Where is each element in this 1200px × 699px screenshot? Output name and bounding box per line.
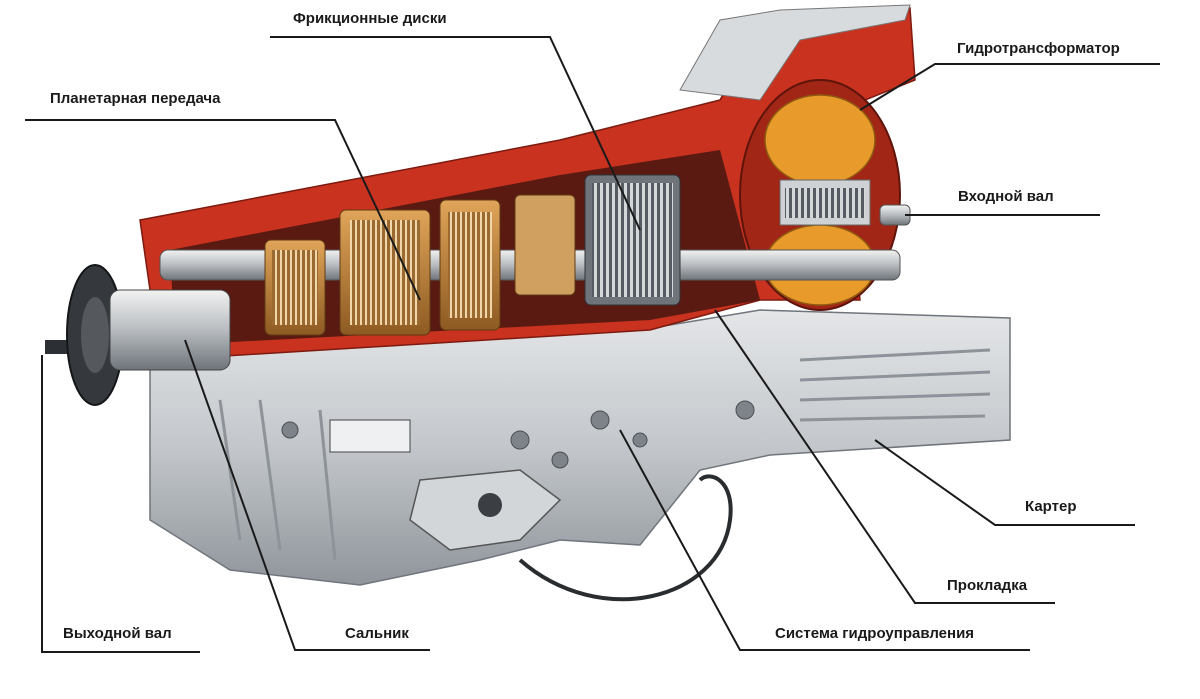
friction-disc-pack — [514, 174, 681, 306]
label-friction-discs: Фрикционные диски — [293, 10, 447, 27]
leader-seal — [184, 339, 430, 651]
label-hydraulic-control: Система гидроуправления — [775, 625, 975, 642]
leader-hydraulic — [619, 429, 1030, 651]
id-plate — [329, 419, 411, 453]
planetary-gearset — [264, 199, 501, 336]
leader-lines — [25, 36, 1160, 653]
label-housing: Картер — [1025, 498, 1077, 515]
top-cover — [679, 4, 911, 101]
leader-housing — [874, 439, 1135, 526]
leader-planetary — [25, 119, 421, 301]
label-output-shaft: Выходной вал — [63, 625, 172, 642]
leader-output — [41, 355, 200, 653]
leader-gasket — [714, 309, 1055, 604]
label-planetary-gear: Планетарная передача — [50, 90, 221, 107]
leader-converter — [859, 63, 1160, 111]
housing-ribs — [218, 348, 991, 561]
leader-friction — [270, 36, 641, 231]
label-input-shaft: Входной вал — [958, 188, 1054, 205]
label-oil-seal: Сальник — [345, 625, 409, 642]
cable — [518, 474, 733, 602]
transmission-body — [149, 309, 1011, 586]
output-flange — [45, 264, 231, 406]
label-gasket: Прокладка — [947, 577, 1028, 594]
label-torque-converter: Гидротрансформатор — [957, 40, 1120, 57]
